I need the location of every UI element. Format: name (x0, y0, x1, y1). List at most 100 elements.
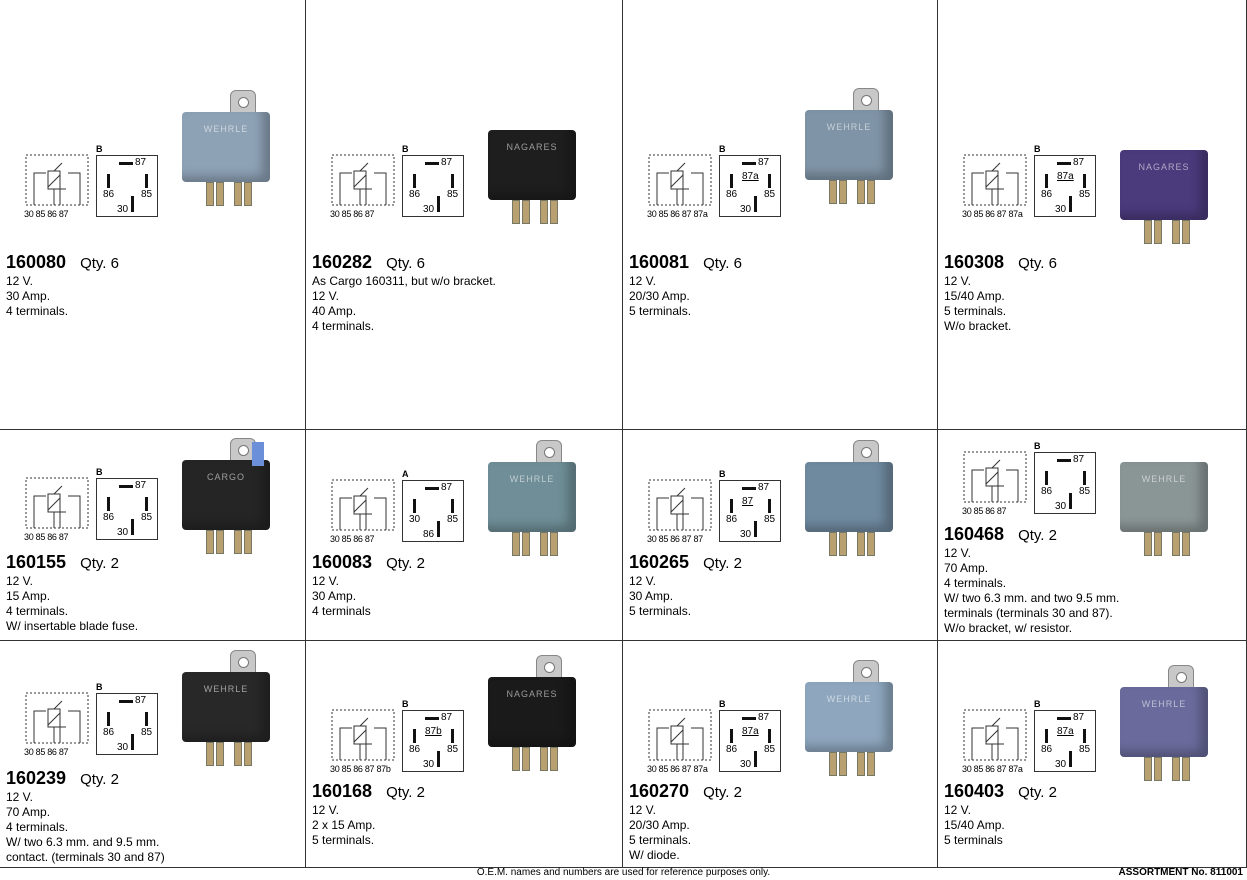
schematic-terminal-labels: 30 85 86 87 87a (647, 764, 708, 774)
relay-terminal (1144, 757, 1152, 781)
pin-label-bottom: 30 (1055, 501, 1067, 512)
description-line: 15 Amp. (6, 589, 51, 603)
product-description: 12 V.15/40 Amp.5 terminals (944, 803, 1005, 848)
relay-terminal (550, 747, 558, 771)
product-id: 160239 (6, 768, 67, 788)
pin-bar (1045, 174, 1048, 188)
description-line: 5 terminals. (312, 833, 375, 847)
pin-bar (107, 712, 110, 726)
pin-label-top: 87 (135, 157, 147, 168)
pin-label-right: 85 (1079, 486, 1091, 497)
relay-terminal (1144, 532, 1152, 556)
pin-label-left: 86 (103, 512, 115, 523)
description-line: contact. (terminals 30 and 87) (6, 850, 165, 864)
relay-coil-icon (331, 709, 395, 761)
circuit-schematic: 30 85 86 87 87a (647, 153, 717, 223)
relay-terminal (244, 530, 252, 554)
pin-bar (413, 729, 416, 743)
description-line: 70 Amp. (6, 805, 51, 819)
schematic-terminal-labels: 30 85 86 87 87b (330, 764, 391, 774)
product-id: 160083 (312, 552, 373, 572)
relay-photo (805, 440, 895, 556)
description-line: 15/40 Amp. (944, 818, 1005, 832)
description-line: 4 terminals (312, 604, 371, 618)
pin-bar (437, 751, 440, 767)
relay-brand-logo: NAGARES (506, 689, 558, 699)
pin-label-right: 85 (764, 189, 776, 200)
relay-terminal (1154, 532, 1162, 556)
pin-bar (425, 162, 439, 165)
relay-terminal (839, 752, 847, 776)
product-description: 12 V.70 Amp.4 terminals.W/ two 6.3 mm. a… (944, 546, 1119, 636)
pin-bar (451, 729, 454, 743)
relay-terminal (206, 530, 214, 554)
description-line: 12 V. (629, 274, 656, 288)
pin-label-right: 85 (141, 512, 153, 523)
pin-label-right: 85 (141, 727, 153, 738)
schematic-terminal-labels: 30 85 86 87 (330, 534, 375, 544)
pin-bar (742, 717, 756, 720)
pin-bar (451, 174, 454, 188)
relay-brand-logo: WEHRLE (203, 684, 249, 694)
relay-terminal (829, 532, 837, 556)
pin-label-bottom: 30 (117, 204, 129, 215)
relay-coil-icon (648, 154, 712, 206)
pin-label-bottom: 30 (117, 527, 129, 538)
relay-photo: NAGARES (1120, 128, 1210, 244)
pin-bar (145, 174, 148, 188)
description-line: 20/30 Amp. (629, 818, 690, 832)
relay-body (182, 112, 270, 182)
pin-label-center: 87b (425, 726, 442, 737)
pin-bar (730, 174, 733, 188)
product-description: 12 V.70 Amp.4 terminals.W/ two 6.3 mm. a… (6, 790, 165, 865)
pin-label-top: 87 (135, 695, 147, 706)
relay-coil-icon (25, 692, 89, 744)
description-line: 12 V. (629, 574, 656, 588)
pin-bar (425, 717, 439, 720)
relay-terminal (1182, 220, 1190, 244)
product-qty: Qty. 6 (1018, 255, 1057, 272)
schematic-terminal-labels: 30 85 86 87 (24, 747, 69, 757)
pin-label-center: 87a (742, 726, 759, 737)
description-line: 4 terminals. (6, 304, 69, 318)
relay-brand-logo: NAGARES (506, 142, 558, 152)
description-line: 12 V. (6, 574, 33, 588)
pin-bar (754, 196, 757, 212)
pin-label-left: 86 (409, 744, 421, 755)
product-qty: Qty. 6 (703, 255, 742, 272)
pin-bar (1069, 493, 1072, 509)
relay-terminal (1172, 220, 1180, 244)
pin-diagram-type: B (402, 144, 409, 154)
pin-bar (451, 499, 454, 513)
product-qty: Qty. 2 (703, 555, 742, 572)
pin-bar (131, 196, 134, 212)
pin-bar (1069, 751, 1072, 767)
relay-terminal (512, 532, 520, 556)
product-description: 12 V.20/30 Amp.5 terminals. (629, 274, 691, 319)
pin-label-center: 87a (1057, 171, 1074, 182)
pin-bar (107, 174, 110, 188)
relay-body (805, 462, 893, 532)
pin-diagram-type: B (719, 469, 726, 479)
relay-brand-logo: WEHRLE (1141, 699, 1187, 709)
pin-diagram-type: B (1034, 699, 1041, 709)
product-id: 160403 (944, 781, 1005, 801)
product-description: 12 V.30 Amp.5 terminals. (629, 574, 691, 619)
